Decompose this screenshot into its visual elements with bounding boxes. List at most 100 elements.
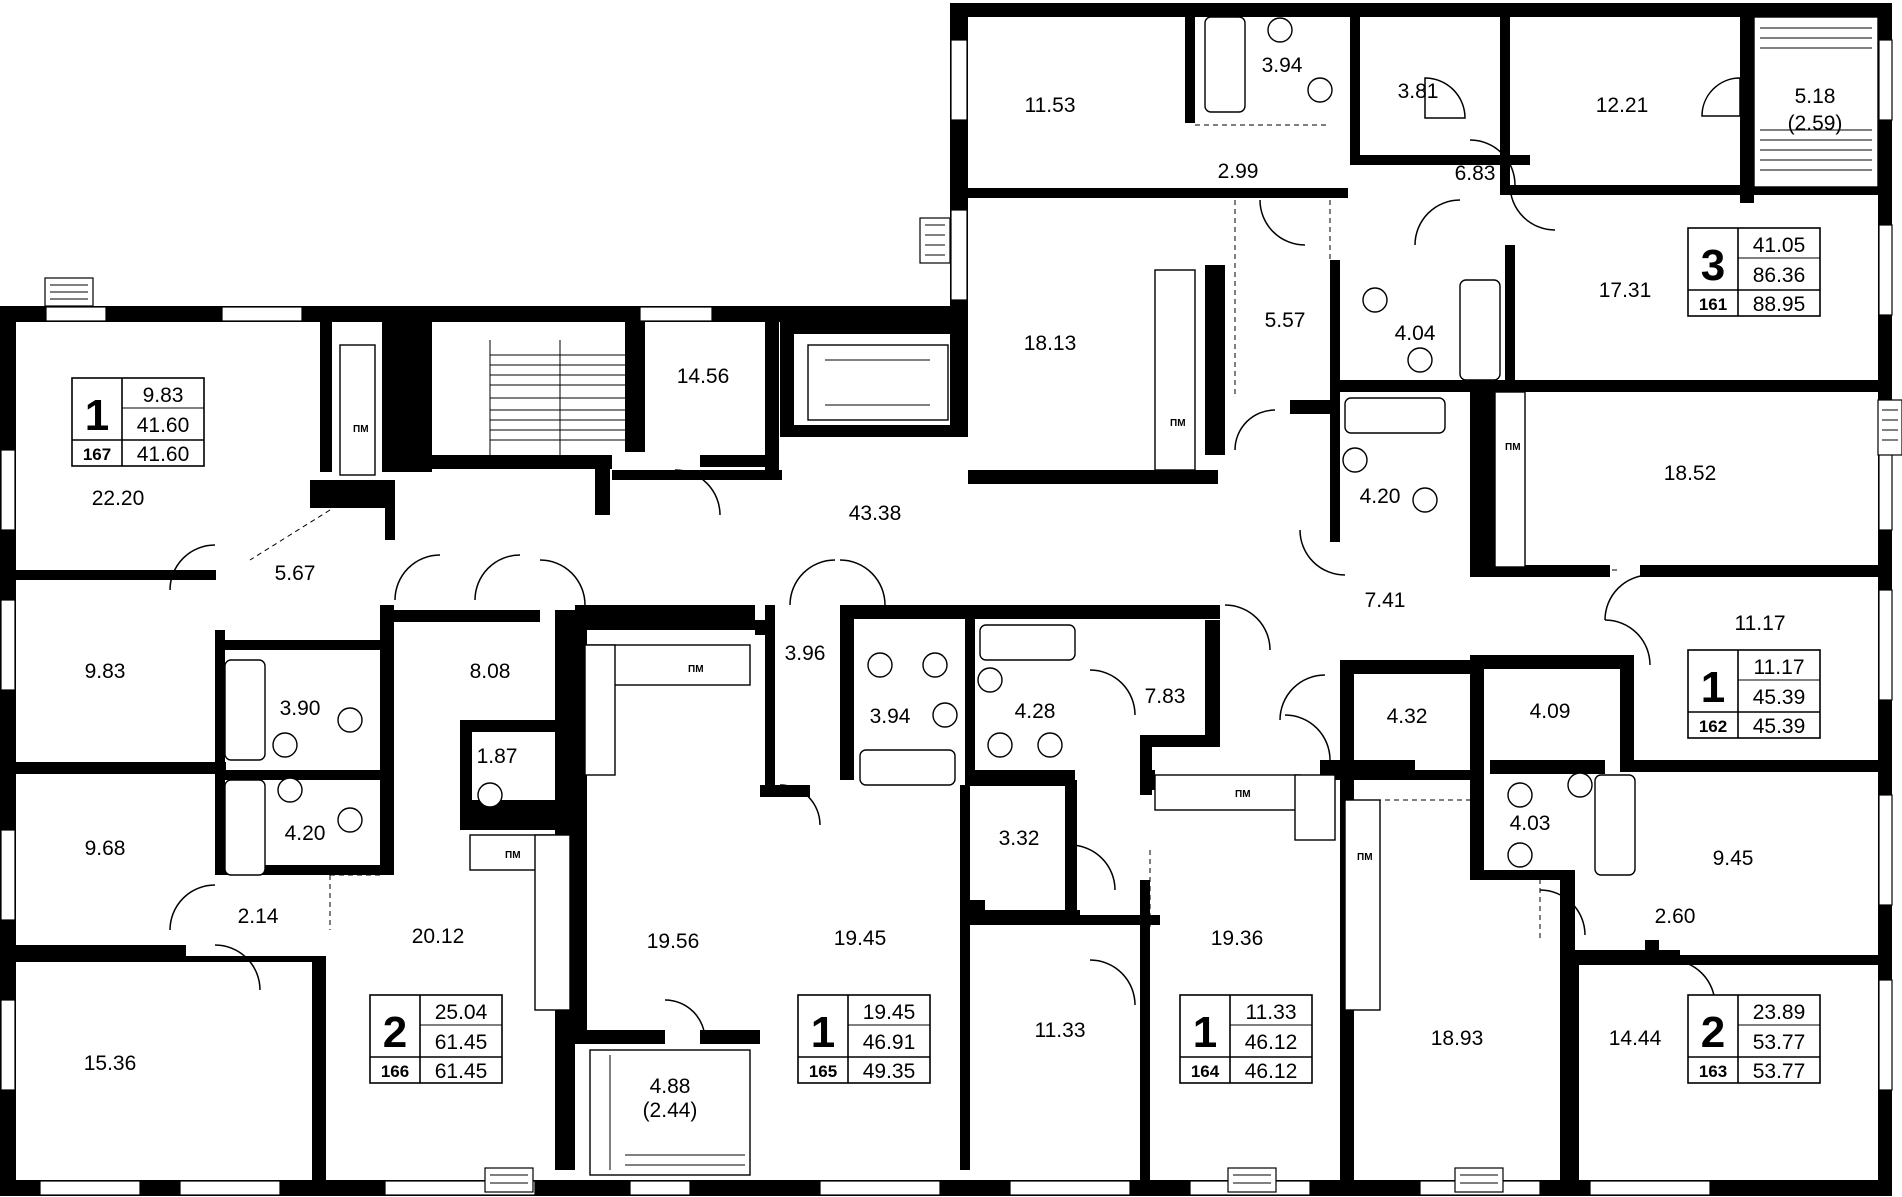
room-area: 18.93 xyxy=(1431,1027,1484,1050)
apartment-info-164[interactable]: 1 11.33 46.12 164 46.12 xyxy=(1179,994,1313,1084)
apartment-number: 163 xyxy=(1699,1062,1727,1081)
room-area: 4.04 xyxy=(1395,322,1436,345)
total-area-with-balcony: 46.12 xyxy=(1245,1060,1298,1083)
room-area: 4.03 xyxy=(1510,812,1551,835)
living-area: 19.45 xyxy=(863,1001,916,1024)
balcony-hatch-top xyxy=(1753,16,1879,188)
room-area: 3.94 xyxy=(1262,54,1303,77)
total-area: 53.77 xyxy=(1753,1031,1806,1054)
apartment-number: 162 xyxy=(1699,717,1727,736)
living-area: 23.89 xyxy=(1753,1001,1806,1024)
room-area: 19.36 xyxy=(1211,927,1264,950)
room-area: 3.32 xyxy=(999,827,1040,850)
ac-units xyxy=(44,217,1902,1193)
rooms-count: 2 xyxy=(1701,1008,1725,1057)
room-area: 11.17 xyxy=(1735,612,1786,635)
apartment-info-161[interactable]: 3 41.05 86.36 161 88.95 xyxy=(1687,227,1821,317)
room-labels: 11.53 3.94 3.81 12.21 5.18 (2.59) 2.99 6… xyxy=(84,54,1843,1122)
room-area: 8.08 xyxy=(470,660,511,683)
room-area: 5.18 xyxy=(1795,85,1836,108)
room-area: 17.31 xyxy=(1599,279,1652,302)
room-area: 4.20 xyxy=(285,822,326,845)
apartment-info-162[interactable]: 1 11.17 45.39 162 45.39 xyxy=(1687,649,1821,739)
apartment-number: 165 xyxy=(809,1062,837,1081)
total-area: 46.12 xyxy=(1245,1031,1298,1054)
apartment-info-163[interactable]: 2 23.89 53.77 163 53.77 xyxy=(1687,994,1821,1084)
room-area: 3.96 xyxy=(785,642,826,665)
room-area: (2.44) xyxy=(643,1099,698,1122)
elevator-shaft xyxy=(807,344,949,421)
rooms-count: 1 xyxy=(1701,663,1725,712)
room-area: 7.41 xyxy=(1365,589,1406,612)
room-area: 9.45 xyxy=(1713,847,1754,870)
total-area-with-balcony: 53.77 xyxy=(1753,1060,1806,1083)
total-area-with-balcony: 88.95 xyxy=(1753,293,1806,316)
pm-label: ПМ xyxy=(688,664,704,675)
total-area-with-balcony: 61.45 xyxy=(435,1060,488,1083)
room-area: 12.21 xyxy=(1596,94,1649,117)
room-area: 20.12 xyxy=(412,925,465,948)
room-area: 18.13 xyxy=(1024,332,1077,355)
room-area: 19.45 xyxy=(834,927,887,950)
total-area: 45.39 xyxy=(1753,686,1806,709)
rooms-count: 1 xyxy=(811,1008,835,1057)
total-area-with-balcony: 41.60 xyxy=(137,443,190,466)
apartment-info-167[interactable]: 1 9.83 41.60 167 41.60 xyxy=(71,377,205,467)
room-area: 3.94 xyxy=(870,705,911,728)
room-area: 4.28 xyxy=(1015,700,1056,723)
room-area: 7.83 xyxy=(1145,685,1186,708)
zone-lines xyxy=(249,124,1620,940)
rooms-count: 2 xyxy=(383,1008,407,1057)
room-area: 43.38 xyxy=(849,502,902,525)
pm-label: ПМ xyxy=(1505,442,1521,453)
apartment-number: 167 xyxy=(83,445,111,464)
pm-label: ПМ xyxy=(1235,789,1251,800)
living-area: 41.05 xyxy=(1753,234,1806,257)
room-area: 6.83 xyxy=(1455,162,1496,185)
doors xyxy=(169,77,1741,1041)
room-area: 9.68 xyxy=(85,837,126,860)
room-area: 14.56 xyxy=(677,365,730,388)
total-area: 46.91 xyxy=(863,1031,916,1054)
room-area: 3.81 xyxy=(1398,80,1439,103)
room-area: 3.90 xyxy=(280,697,321,720)
apartment-info-166[interactable]: 2 25.04 61.45 166 61.45 xyxy=(369,994,503,1084)
room-area: 11.33 xyxy=(1035,1019,1086,1042)
room-area: 4.20 xyxy=(1360,485,1401,508)
living-area: 9.83 xyxy=(143,384,184,407)
total-area-with-balcony: 49.35 xyxy=(863,1060,916,1083)
room-area: 2.99 xyxy=(1218,160,1259,183)
total-area-with-balcony: 45.39 xyxy=(1753,715,1806,738)
apartment-number: 164 xyxy=(1191,1062,1220,1081)
pm-label: ПМ xyxy=(505,850,521,861)
room-area: 11.53 xyxy=(1025,94,1076,117)
room-area: 4.32 xyxy=(1387,705,1428,728)
room-area: 18.52 xyxy=(1664,462,1717,485)
room-area: 14.44 xyxy=(1609,1027,1662,1050)
room-area: 22.20 xyxy=(92,487,145,510)
room-area: 5.67 xyxy=(275,562,316,585)
apartment-info-165[interactable]: 1 19.45 46.91 165 49.35 xyxy=(797,994,931,1084)
fixtures xyxy=(224,16,1636,1011)
apartment-number: 166 xyxy=(381,1062,409,1081)
living-area: 11.17 xyxy=(1754,656,1805,679)
rooms-count: 3 xyxy=(1701,241,1725,290)
room-area: (2.59) xyxy=(1788,112,1843,135)
room-area: 2.60 xyxy=(1655,905,1696,928)
rooms-count: 1 xyxy=(85,391,109,440)
staircase xyxy=(489,340,630,455)
pm-label: ПМ xyxy=(1357,852,1373,863)
balcony-hatch-bottom xyxy=(589,1049,751,1176)
room-area: 2.14 xyxy=(238,905,279,928)
room-area: 9.83 xyxy=(85,660,126,683)
pm-label: ПМ xyxy=(353,424,369,435)
appliance-labels: ПМ ПМ ПМ ПМ ПМ ПМ ПМ xyxy=(353,418,1521,863)
living-area: 25.04 xyxy=(435,1001,488,1024)
total-area: 61.45 xyxy=(435,1031,488,1054)
pm-label: ПМ xyxy=(1170,418,1186,429)
total-area: 41.60 xyxy=(137,414,190,437)
room-area: 4.09 xyxy=(1530,700,1571,723)
living-area: 11.33 xyxy=(1246,1001,1297,1024)
room-area: 1.87 xyxy=(477,745,518,768)
